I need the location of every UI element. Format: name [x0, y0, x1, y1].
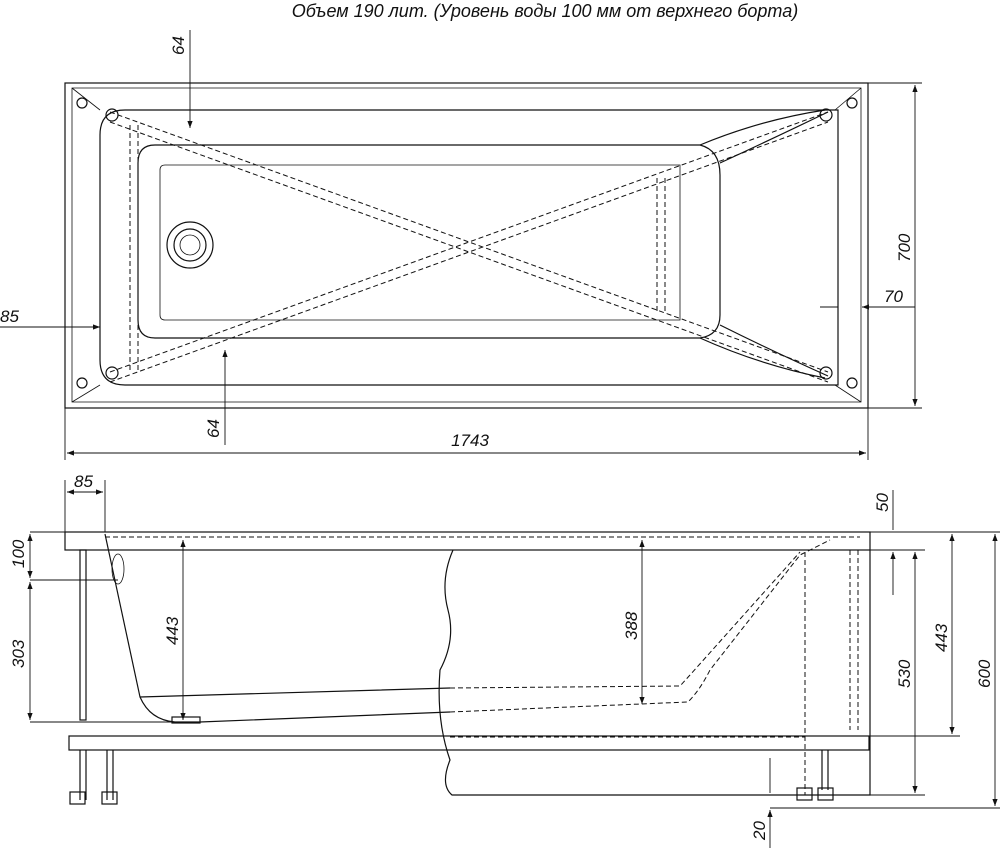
dim-depth-total: 443	[932, 623, 951, 652]
dim-rim-right: 70	[884, 287, 903, 306]
support-legs	[69, 549, 834, 805]
dim-overflow: 100	[9, 539, 28, 568]
dim-total-height: 600	[975, 659, 994, 688]
tub-rim-side	[64, 531, 871, 551]
overflow-icon	[111, 553, 125, 585]
drain-side	[171, 716, 201, 724]
dim-depth-right: 388	[622, 611, 641, 640]
break-line-panel	[438, 549, 871, 796]
dim-length: 1743	[451, 431, 489, 450]
tub-wall-left	[104, 533, 451, 723]
dim-frame-height: 530	[895, 659, 914, 688]
dim-depth-left: 443	[163, 616, 182, 645]
drain-icon	[166, 221, 214, 269]
side-view: 85 50 100 303 443 388 530 443 600 20	[9, 472, 1000, 848]
top-view: 64 64 700 70 85 1743	[0, 30, 922, 460]
dim-rim-left: 85	[0, 307, 19, 326]
dim-side-rim-left: 85	[74, 472, 93, 491]
dim-rim-top: 64	[169, 36, 188, 55]
dim-rim-bottom: 64	[204, 419, 223, 438]
bowl-outline	[99, 109, 839, 386]
support-frame	[68, 735, 870, 751]
hidden-edges	[129, 125, 666, 370]
dim-overflow-to-bottom: 303	[9, 639, 28, 668]
dim-width: 700	[895, 233, 914, 262]
rim-chamfers	[71, 87, 862, 403]
basin-outline	[137, 144, 721, 339]
hidden-tub-contour	[449, 539, 859, 795]
dim-feet: 20	[750, 821, 769, 841]
leg-mounts	[76, 97, 858, 389]
drawing-title: Объем 190 лит. (Уровень воды 100 мм от в…	[292, 1, 798, 21]
headrest-curves	[699, 109, 829, 379]
basin-floor	[159, 164, 681, 321]
tub-outer-rim	[64, 82, 869, 409]
dim-rim-thickness: 50	[873, 493, 892, 512]
